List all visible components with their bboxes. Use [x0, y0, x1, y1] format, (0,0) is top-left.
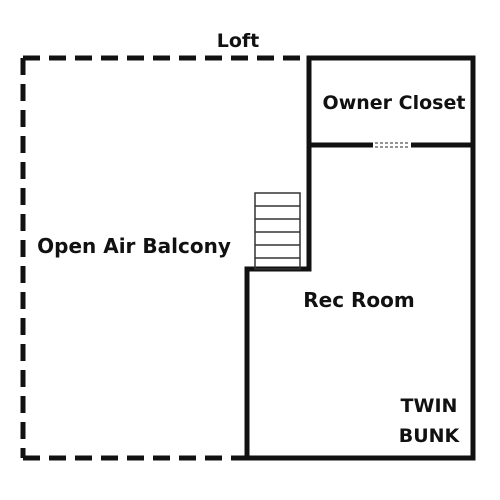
- staircase: [254, 192, 301, 270]
- closet-doorway: [373, 141, 411, 149]
- rec-room-walls: [244, 145, 476, 461]
- floor-title: Loft: [217, 30, 260, 52]
- balcony-dashed-outline: [20, 55, 308, 461]
- staircase-outline: [254, 192, 301, 270]
- room-label-twin-bunk-line2: BUNK: [399, 425, 461, 447]
- room-label-open-air-balcony: Open Air Balcony: [37, 234, 231, 258]
- room-label-twin-bunk-line1: TWIN: [401, 395, 458, 417]
- room-label-rec-room: Rec Room: [303, 288, 415, 312]
- room-label-owner-closet: Owner Closet: [323, 92, 466, 114]
